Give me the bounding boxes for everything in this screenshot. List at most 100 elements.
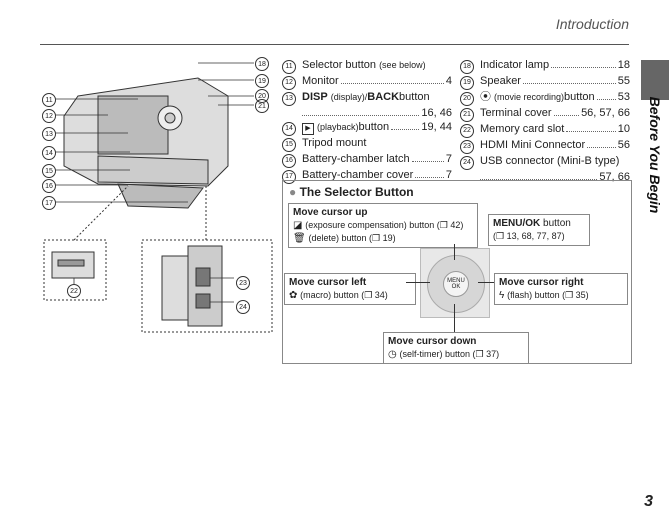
part-number: 24 (460, 156, 474, 170)
part-number: 11 (282, 60, 296, 74)
move-up-line2: (delete) button (❒ 19) (308, 233, 396, 243)
move-up-line1: (exposure compensation) button (❒ 42) (305, 220, 464, 230)
part-label: button (358, 121, 390, 133)
part-page: 16, 46 (421, 107, 452, 119)
move-right-line1: (flash) button (❒ 35) (507, 290, 589, 300)
part-label-small: (movie recording) (494, 92, 565, 102)
part-item: 24 USB connector (Mini-B type) (460, 154, 630, 170)
side-tab (641, 60, 669, 100)
callout-16-text: 16 (45, 182, 53, 190)
box-move-down: Move cursor down ◷ (self-timer) button (… (383, 332, 529, 364)
part-label-small: (display)/ (330, 92, 368, 102)
part-page: 19, 44 (421, 121, 452, 133)
menu-title-rest: button (540, 218, 571, 229)
menu-title-bold: MENU/OK (493, 218, 541, 229)
part-item: 14 ▶(playback) button 19, 44 (282, 120, 452, 136)
move-left-line1: (macro) button (❒ 34) (300, 290, 388, 300)
part-number: 21 (460, 108, 474, 122)
camera-diagram (43, 62, 273, 333)
callout-21-text: 21 (258, 102, 266, 110)
part-item: 16, 46 (282, 106, 452, 120)
part-label: HDMI Mini Connector (480, 139, 586, 151)
part-number: 19 (460, 76, 474, 90)
move-down-line1: (self-timer) button (❒ 37) (399, 349, 500, 359)
selector-bullet-icon: ● (289, 185, 297, 199)
callout-20-text: 20 (258, 92, 266, 100)
callout-12-text: 12 (45, 112, 53, 120)
part-item: 12 Monitor 4 (282, 74, 452, 90)
camera-body (63, 77, 229, 209)
callout-19: 19 (255, 74, 269, 88)
menu-ok-center: MENU OK (443, 271, 469, 297)
part-number: 22 (460, 124, 474, 138)
part-number: 16 (282, 154, 296, 168)
part-label: Tripod mount (302, 137, 367, 149)
move-right-title: Move cursor right (499, 277, 584, 288)
page-number: 3 (644, 493, 653, 510)
callout-23: 23 (236, 276, 250, 290)
part-item: 23 HDMI Mini Connector 56 (460, 138, 630, 154)
playback-icon: ▶ (302, 123, 314, 135)
callout-16: 16 (42, 179, 56, 193)
part-label: Speaker (480, 75, 521, 87)
selector-title-text: The Selector Button (299, 185, 414, 199)
part-number: 14 (282, 122, 296, 136)
part-number: 23 (460, 140, 474, 154)
move-down-title: Move cursor down (388, 336, 477, 347)
box-move-right: Move cursor right ϟ (flash) button (❒ 35… (494, 273, 628, 305)
part-label: Monitor (302, 75, 339, 87)
connector-up (454, 244, 455, 260)
movie-record-icon: ⦿ (480, 91, 491, 103)
section-header: Introduction (555, 16, 629, 32)
connector-right (478, 282, 494, 283)
callout-24-text: 24 (239, 303, 247, 311)
callout-22: 22 (67, 284, 81, 298)
part-page: 56 (617, 139, 630, 151)
part-page: 10 (617, 123, 630, 135)
callout-21: 21 (255, 99, 269, 113)
header-rule (40, 44, 629, 45)
part-label-bold: BACK (367, 91, 400, 103)
part-item: 21 Terminal cover 56, 57, 66 (460, 106, 630, 122)
box-menu-ok: MENU/OK button (❒ 13, 68, 77, 87) (488, 214, 590, 246)
box-move-up: Move cursor up ◪ (exposure compensation)… (288, 203, 478, 248)
part-label: Terminal cover (480, 107, 552, 119)
part-page: 18 (617, 59, 630, 71)
callout-24: 24 (236, 300, 250, 314)
part-number: 20 (460, 92, 474, 106)
part-number: 17 (282, 170, 296, 184)
part-page: 4 (445, 75, 452, 87)
menu-line1: (❒ 13, 68, 77, 87) (493, 231, 565, 241)
side-label: Before You Begin (643, 97, 667, 214)
part-label-small: (playback) (317, 122, 359, 132)
callout-17: 17 (42, 196, 56, 210)
connector-left (406, 282, 430, 283)
part-number: 12 (282, 76, 296, 90)
part-label: Battery-chamber latch (302, 153, 410, 165)
move-left-title: Move cursor left (289, 277, 367, 288)
callout-13: 13 (42, 127, 56, 141)
part-label: Battery-chamber cover (302, 169, 414, 181)
flash-icon: ϟ (499, 290, 505, 301)
move-up-title: Move cursor up (293, 207, 368, 218)
callout-22-text: 22 (70, 287, 78, 295)
part-page: 56, 57, 66 (581, 107, 630, 119)
part-label-bold: DISP (302, 91, 328, 103)
selector-wheel: MENU OK (420, 248, 490, 318)
part-page: 7 (445, 153, 452, 165)
exposure-icon: ◪ (293, 220, 303, 231)
macro-icon: ✿ (289, 290, 298, 301)
connector-down (454, 304, 455, 332)
callout-19-text: 19 (258, 77, 266, 85)
part-number: 18 (460, 60, 474, 74)
part-label: USB connector (Mini-B type) (480, 155, 620, 167)
delete-icon: 🗑 (293, 233, 306, 244)
callout-14-text: 14 (45, 149, 53, 157)
